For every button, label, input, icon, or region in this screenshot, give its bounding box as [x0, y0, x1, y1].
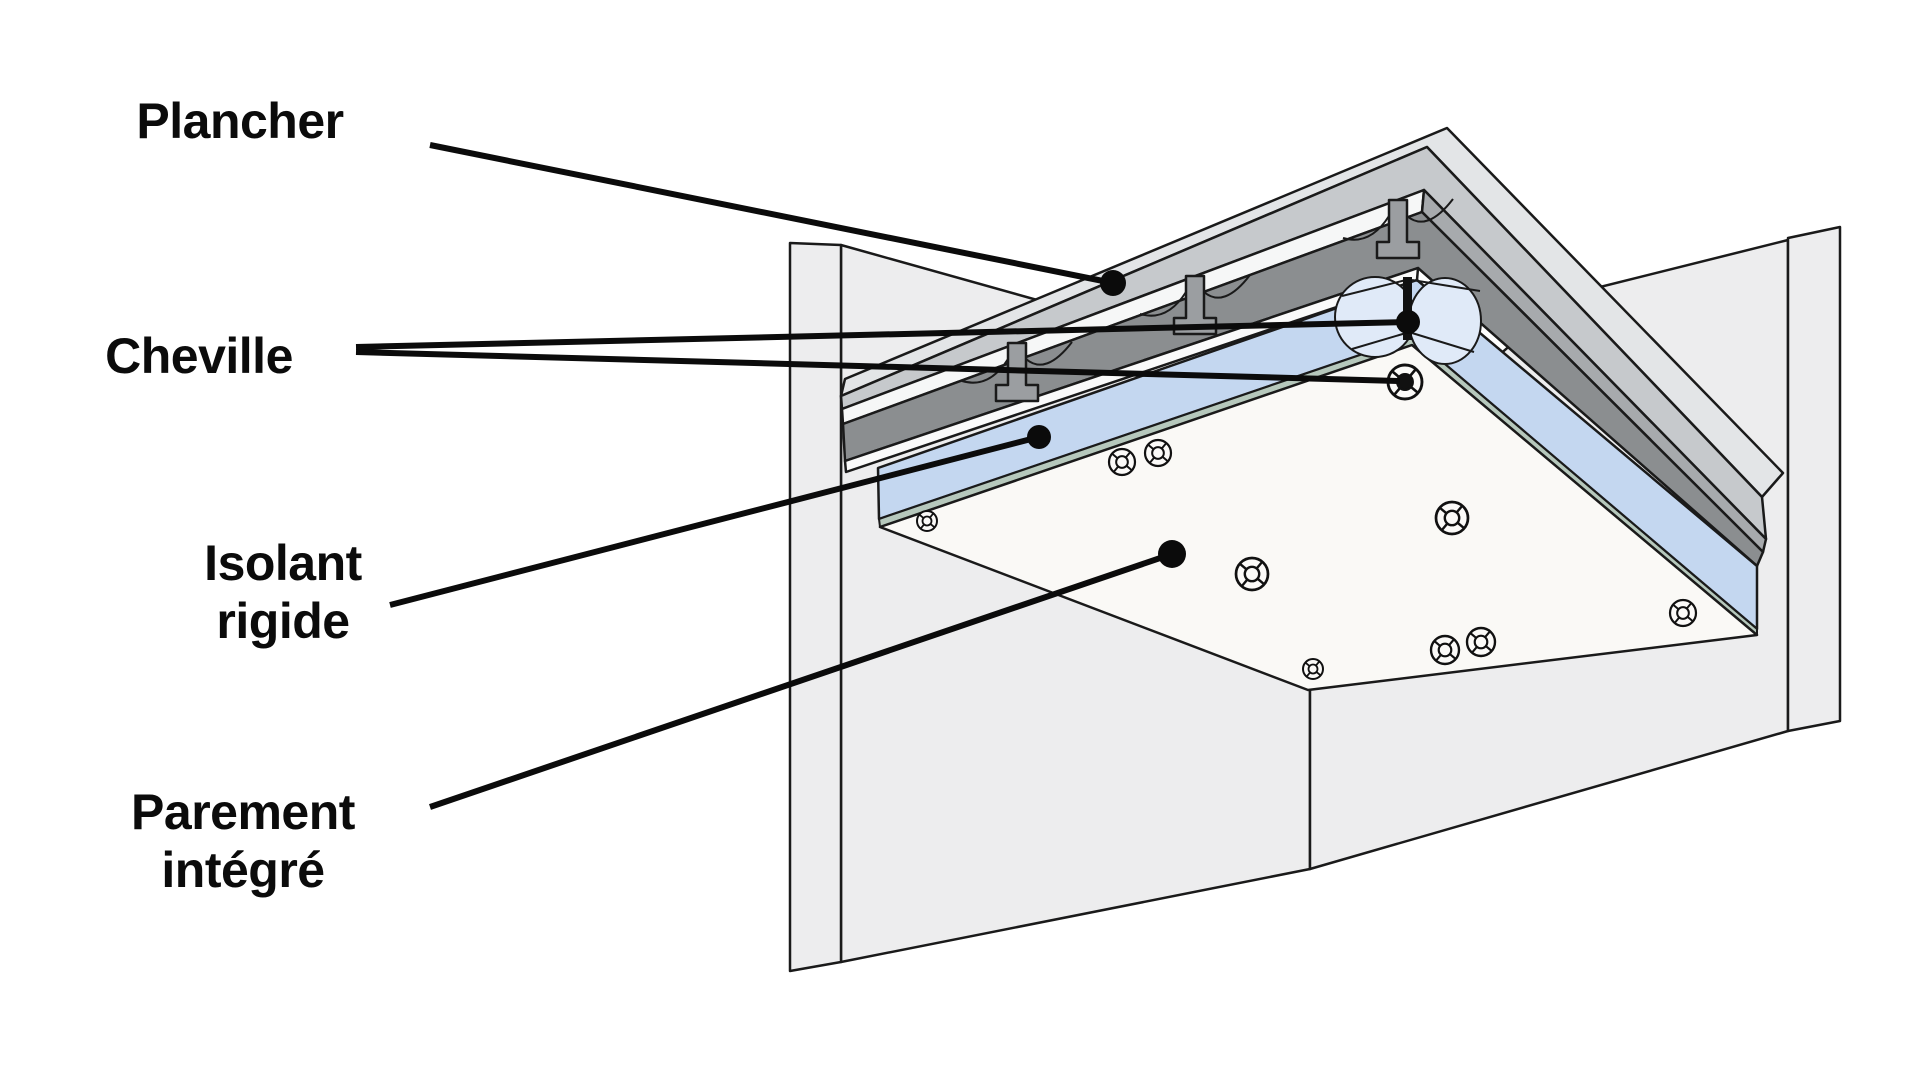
cheville-leader-line-1	[355, 319, 1409, 350]
screw-icon	[1429, 634, 1461, 666]
ceiling-assembly	[839, 126, 1785, 692]
plancher-leader-line	[429, 142, 1114, 286]
screw-icon	[916, 510, 938, 532]
anchor-cone-lines	[1341, 279, 1481, 353]
label-isolant: Isolant rigide	[113, 534, 453, 650]
isolant-leader-dot	[1027, 425, 1051, 449]
screw-icon	[1434, 500, 1470, 536]
left-wall-edge	[788, 241, 843, 973]
right-wall-edge	[1786, 225, 1842, 733]
facing-screws	[916, 363, 1698, 680]
leader-dots	[1027, 270, 1420, 568]
parement-leader-dot	[1158, 540, 1186, 568]
screw-icon	[1143, 438, 1173, 468]
label-parement: Parement intégré	[73, 783, 413, 899]
label-plancher: Plancher	[136, 93, 344, 149]
label-parement-line1: Parement	[131, 784, 355, 840]
screw-icon	[1107, 447, 1137, 477]
screw-icon	[1234, 556, 1270, 592]
t-beam-icon	[1375, 198, 1421, 260]
cheville-leader-line-2	[355, 349, 1401, 384]
plancher-leader-dot	[1100, 270, 1126, 296]
label-cheville: Cheville	[105, 328, 293, 384]
label-isolant-line2: rigide	[216, 593, 350, 649]
label-parement-line2: intégré	[161, 842, 325, 898]
parement-leader-line	[429, 551, 1173, 810]
t-beam-icon	[1172, 274, 1218, 336]
anchor-assembly	[1334, 276, 1482, 365]
leader-lines	[355, 142, 1409, 810]
facing-panel	[878, 343, 1759, 692]
screw-icon	[1465, 626, 1497, 658]
isolant-leader-line	[389, 434, 1040, 608]
label-isolant-line1: Isolant	[204, 535, 362, 591]
hourdis-curves	[961, 198, 1454, 384]
cheville-leader-dot	[1396, 310, 1420, 334]
screw-icon	[1668, 598, 1698, 628]
screw-icon	[1302, 658, 1324, 680]
anchor-dowel-rod	[1403, 277, 1412, 340]
